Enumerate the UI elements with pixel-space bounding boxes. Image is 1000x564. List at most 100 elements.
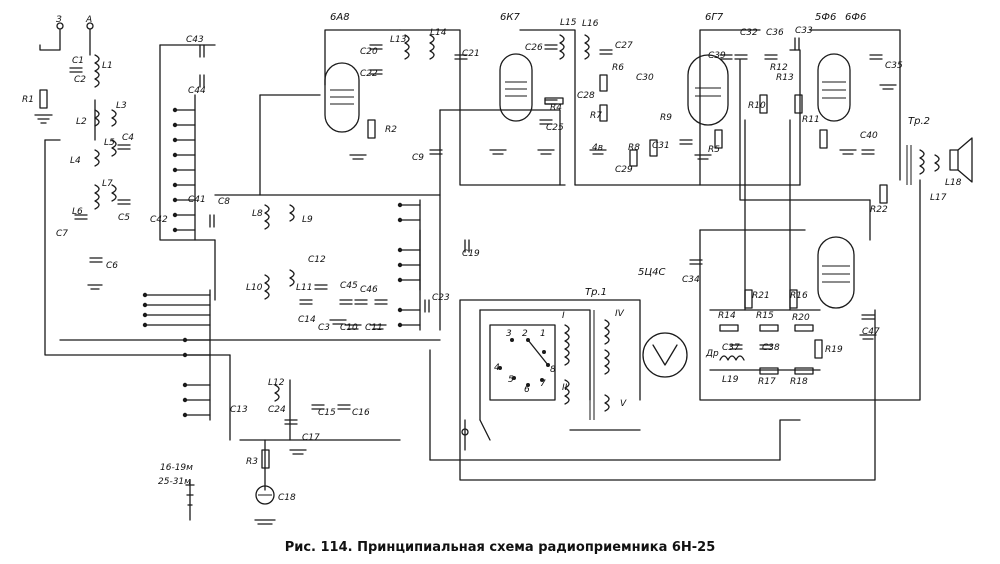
- label-C40: C40: [860, 131, 878, 141]
- tube-label-5c4s: 5Ц4С: [638, 267, 665, 278]
- label-C9: C9: [412, 153, 424, 163]
- antenna-band-label-2: 25-31м: [158, 477, 191, 487]
- label-R13: R13: [776, 73, 794, 83]
- label-C31: C31: [652, 141, 670, 151]
- resistors: [39, 74, 888, 469]
- label-C25: C25: [546, 123, 564, 133]
- label-sw-6: 6: [524, 385, 530, 395]
- label-C7: C7: [56, 229, 68, 239]
- label-sw-5: 5: [508, 375, 514, 385]
- label-R7: R7: [590, 111, 602, 121]
- label-R14: R14: [718, 311, 736, 321]
- label-C6: C6: [106, 261, 118, 271]
- label-L5: L5: [104, 138, 115, 148]
- label-L7: L7: [102, 179, 113, 189]
- tube-5c4s: [642, 332, 688, 378]
- tube-5f6: [817, 53, 851, 122]
- tube-label-6g7: 6Г7: [705, 12, 724, 23]
- label-C20: C20: [360, 47, 378, 57]
- label-C43: C43: [186, 35, 204, 45]
- label-C12: C12: [308, 255, 326, 265]
- band-switch-bank-lower[interactable]: [142, 289, 211, 421]
- label-R4: R4: [550, 103, 562, 113]
- label-R3: R3: [246, 457, 258, 467]
- label-C4: C4: [122, 133, 134, 143]
- label-R10: R10: [748, 101, 766, 111]
- label-ground-z: З: [56, 15, 62, 25]
- label-R11: R11: [802, 115, 820, 125]
- label-C21: C21: [462, 49, 480, 59]
- label-C47: C47: [862, 327, 880, 337]
- label-C33: C33: [795, 26, 813, 36]
- label-dr: Др: [705, 349, 719, 359]
- label-C46: C46: [360, 285, 378, 295]
- label-R2: R2: [385, 125, 397, 135]
- label-antenna-a: А: [85, 15, 92, 25]
- coils: [94, 34, 940, 402]
- label-C41: C41: [188, 195, 206, 205]
- label-C34: C34: [682, 275, 700, 285]
- tube-6f6: [817, 236, 855, 309]
- label-C36: C36: [766, 28, 784, 38]
- schematic-diagram: L1 L2 L3 L4 L5 L6 L7 L8 L9 L10 L11 L12 L…: [22, 12, 973, 525]
- label-R12: R12: [770, 63, 788, 73]
- label-C35: C35: [885, 61, 903, 71]
- label-tr-winding-V: V: [620, 399, 627, 409]
- label-C42: C42: [150, 215, 168, 225]
- antenna-terminals[interactable]: [39, 22, 94, 56]
- label-R19: R19: [825, 345, 843, 355]
- label-sw-7: 7: [540, 379, 546, 389]
- label-L18: L18: [945, 178, 962, 188]
- antenna-band-label-1: 16-19м: [160, 463, 193, 473]
- label-L12: L12: [268, 378, 285, 388]
- label-L16: L16: [582, 19, 599, 29]
- label-R22: R22: [870, 205, 888, 215]
- label-sw-8: 8: [550, 365, 556, 375]
- mains-plug: [461, 419, 491, 451]
- label-L19: L19: [722, 375, 739, 385]
- label-C26: C26: [525, 43, 543, 53]
- label-C19: C19: [462, 249, 480, 259]
- tube-label-5f6: 5Ф6: [815, 12, 836, 23]
- label-R20: R20: [792, 313, 810, 323]
- label-C27: C27: [615, 41, 633, 51]
- tuning-indicator-tube: [255, 485, 275, 505]
- label-C10: C10: [340, 323, 358, 333]
- label-L17: L17: [930, 193, 947, 203]
- label-R8: R8: [628, 143, 640, 153]
- label-R15: R15: [756, 311, 774, 321]
- label-C5: C5: [118, 213, 130, 223]
- tube-label-6k7: 6К7: [500, 12, 520, 23]
- band-switch-bank-mid[interactable]: [397, 199, 421, 331]
- label-R21: R21: [752, 291, 770, 301]
- tube-6a8: [324, 62, 360, 133]
- label-C28: C28: [577, 91, 595, 101]
- capacitors: [69, 37, 883, 425]
- tube-label-6a8: 6А8: [330, 12, 350, 23]
- label-L2: L2: [76, 117, 87, 127]
- label-L4: L4: [70, 156, 81, 166]
- mains-switch[interactable]: [489, 324, 556, 401]
- label-C17: C17: [302, 433, 320, 443]
- ground-symbols: [34, 84, 897, 525]
- label-4v: 4в: [592, 143, 603, 153]
- label-sw-3: 3: [506, 329, 512, 339]
- label-R16: R16: [790, 291, 808, 301]
- label-C44: C44: [188, 86, 206, 96]
- label-C2: C2: [74, 75, 86, 85]
- label-C11: C11: [365, 323, 383, 333]
- component-labels: L1 L2 L3 L4 L5 L6 L7 L8 L9 L10 L11 L12 L…: [22, 12, 962, 503]
- label-C13: C13: [230, 405, 248, 415]
- label-R17: R17: [758, 377, 776, 387]
- telescopic-antenna: [185, 479, 195, 521]
- label-C39: C39: [708, 51, 726, 61]
- label-C16: C16: [352, 408, 370, 418]
- label-R18: R18: [790, 377, 808, 387]
- label-L6: L6: [72, 207, 83, 217]
- label-R5: R5: [708, 145, 720, 155]
- label-C32: C32: [740, 28, 758, 38]
- label-C22: C22: [360, 69, 378, 79]
- band-switch-bank-left[interactable]: [172, 94, 196, 241]
- label-tr-winding-I: I: [562, 311, 565, 321]
